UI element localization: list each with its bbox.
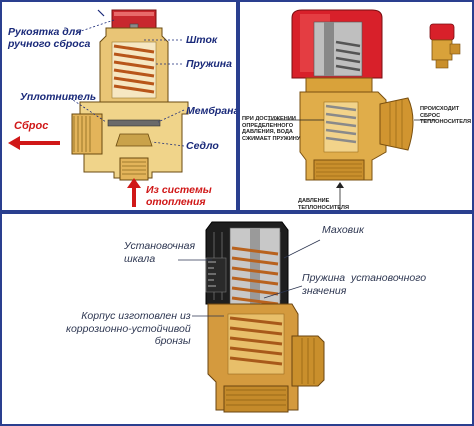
label-spring: Пружина (186, 58, 232, 70)
membrane (107, 119, 161, 127)
spring-coil (113, 44, 155, 94)
label-seat: Седло (186, 140, 219, 152)
outlet-port (71, 113, 103, 155)
label-handle: Рукоятка для ручного сброса (8, 26, 91, 50)
label-discharge-note: ПРОИСХОДИТ СБРОС ТЕПЛОНОСИТЕЛЯ (420, 106, 471, 126)
inlet-port (119, 157, 149, 181)
bottom-inlet (313, 159, 365, 181)
scale-ring (205, 257, 227, 293)
label-housing: Корпус изготовлен из коррозионно-устойчи… (66, 310, 191, 347)
label-from-system: Из системы отопления (146, 184, 212, 208)
label-set-spring: Пружина установочного значения (302, 272, 427, 297)
valve-cutaway-drawing (268, 9, 461, 210)
side-outlet (379, 97, 414, 151)
bottom-valve-drawing (178, 221, 325, 413)
label-stem: Шток (186, 34, 218, 46)
panel-valve-cutaway: ПРИ ДОСТИЖЕНИИ ОПРЕДЕЛЕННОГО ДАВЛЕНИЯ, В… (238, 0, 474, 212)
valve-schematic-drawing (8, 9, 189, 207)
label-membrane: Мембрана (186, 105, 238, 117)
label-discharge: Сброс (14, 120, 49, 132)
seat (115, 133, 153, 147)
panel-valve-photo-cutaway: Установочная шкала Маховик Пружина устан… (0, 212, 474, 426)
label-pressure-note: ПРИ ДОСТИЖЕНИИ ОПРЕДЕЛЕННОГО ДАВЛЕНИЯ, В… (242, 116, 301, 142)
label-scale: Установочная шкала (124, 240, 196, 265)
label-pressure-bottom: ДАВЛЕНИЕ ТЕПЛОНОСИТЕЛЯ (298, 198, 349, 211)
label-handwheel: Маховик (322, 224, 364, 236)
small-valve-photo (429, 23, 461, 69)
label-seal: Уплотнитель (20, 91, 97, 103)
brass-neck (305, 77, 373, 93)
panel-valve-schematic: Рукоятка для ручного сброса Шток Пружина… (0, 0, 238, 212)
